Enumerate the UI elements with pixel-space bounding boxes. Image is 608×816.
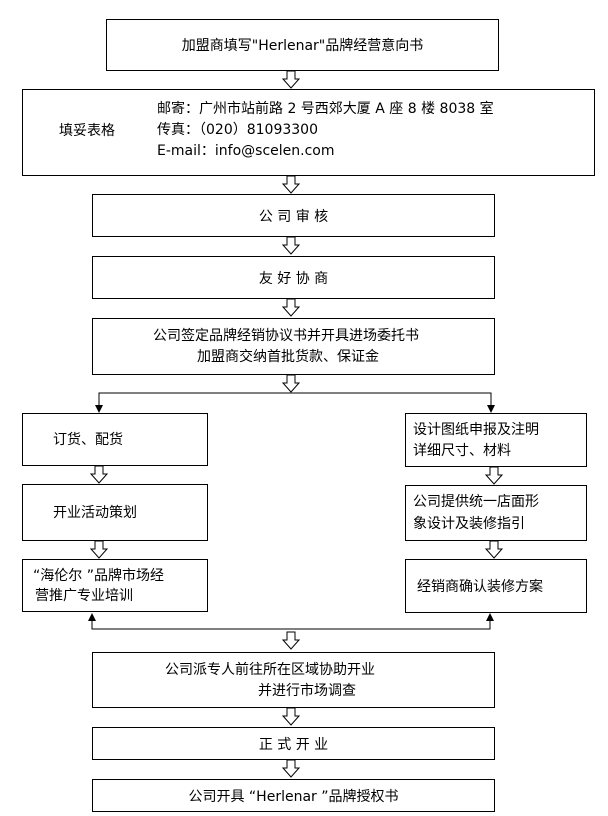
right-c-box: 经销商确认装修方案 [405,559,587,613]
right-c-text: 经销商确认装修方案 [417,579,543,595]
left-c-line-2: 营推广专业培训 [35,588,133,604]
step-2-email: E-mail：info@scelen.com [157,143,335,159]
step-5-box: 公司签定品牌经销协议书并开具进场委托书 加盟商交纳首批货款、保证金 [92,318,495,375]
step-5-line-1: 公司签定品牌经销协议书并开具进场委托书 [153,328,419,344]
step-6-line-1: 公司派专人前往所在区域协助开业 [165,662,375,678]
branch-arrowhead-right [487,405,495,413]
right-b-box: 公司提供统一店面形 象设计及装修指引 [405,485,587,541]
arrow-7-8 [281,759,301,778]
arrow-right-b-c [484,540,504,559]
right-b-line-2: 象设计及装修指引 [413,516,525,532]
step-2-address: 邮寄：广州市站前路 2 号西郊大厦 A 座 8 楼 8038 室 [157,101,494,117]
step-5-line-2: 加盟商交纳首批货款、保证金 [197,349,379,365]
arrow-merge-6 [281,631,301,650]
left-b-text: 开业活动策划 [53,505,137,521]
left-b-box: 开业活动策划 [22,484,208,541]
left-a-box: 订货、配货 [22,413,208,466]
branch-line [98,392,492,410]
step-7-text: 正 式 开 业 [258,736,329,753]
step-3-text: 公 司 审 核 [258,208,329,225]
arrow-2-3 [281,175,301,194]
right-a-line-2: 详细尺寸、材料 [413,443,511,459]
left-a-text: 订货、配货 [53,432,123,448]
left-c-box: “海伦尔 ”品牌市场经 营推广专业培训 [22,559,208,612]
merge-arrowhead-left [88,613,96,621]
arrow-left-b-c [89,540,109,559]
right-a-line-1: 设计图纸申报及注明 [413,422,539,438]
right-a-box: 设计图纸申报及注明 详细尺寸、材料 [405,413,587,467]
arrow-4-5 [281,298,301,317]
step-2-label: 填妥表格 [59,123,115,139]
step-4-box: 友 好 协 商 [92,256,495,299]
step-4-text: 友 好 协 商 [258,270,329,287]
step-2-box: 填妥表格 邮寄：广州市站前路 2 号西郊大厦 A 座 8 楼 8038 室 传真… [22,89,595,176]
arrow-3-4 [281,236,301,255]
merge-line [91,617,491,630]
step-8-text: 公司开具 “Herlenar ”品牌授权书 [188,788,399,805]
arrow-1-2 [281,70,301,89]
step-1-box: 加盟商填写"Herlenar"品牌经营意向书 [106,19,499,71]
arrow-5-branch [281,374,301,393]
step-3-box: 公 司 审 核 [92,194,495,237]
step-2-fax: 传真：（020）81093300 [157,122,318,138]
merge-arrowhead-right [486,613,494,621]
step-6-line-2: 并进行市场调查 [258,683,356,699]
arrow-right-a-b [484,466,504,485]
step-7-box: 正 式 开 业 [92,727,495,760]
branch-arrowhead-left [95,405,103,413]
step-8-box: 公司开具 “Herlenar ”品牌授权书 [92,779,495,812]
step-6-box: 公司派专人前往所在区域协助开业 并进行市场调查 [92,652,495,708]
arrow-6-7 [281,707,301,726]
left-c-line-1: “海伦尔 ”品牌市场经 [33,568,164,584]
right-b-line-1: 公司提供统一店面形 [413,494,539,510]
step-1-text: 加盟商填写"Herlenar"品牌经营意向书 [181,38,424,54]
arrow-left-a-b [89,465,109,484]
hollow-down-arrows [89,70,504,778]
